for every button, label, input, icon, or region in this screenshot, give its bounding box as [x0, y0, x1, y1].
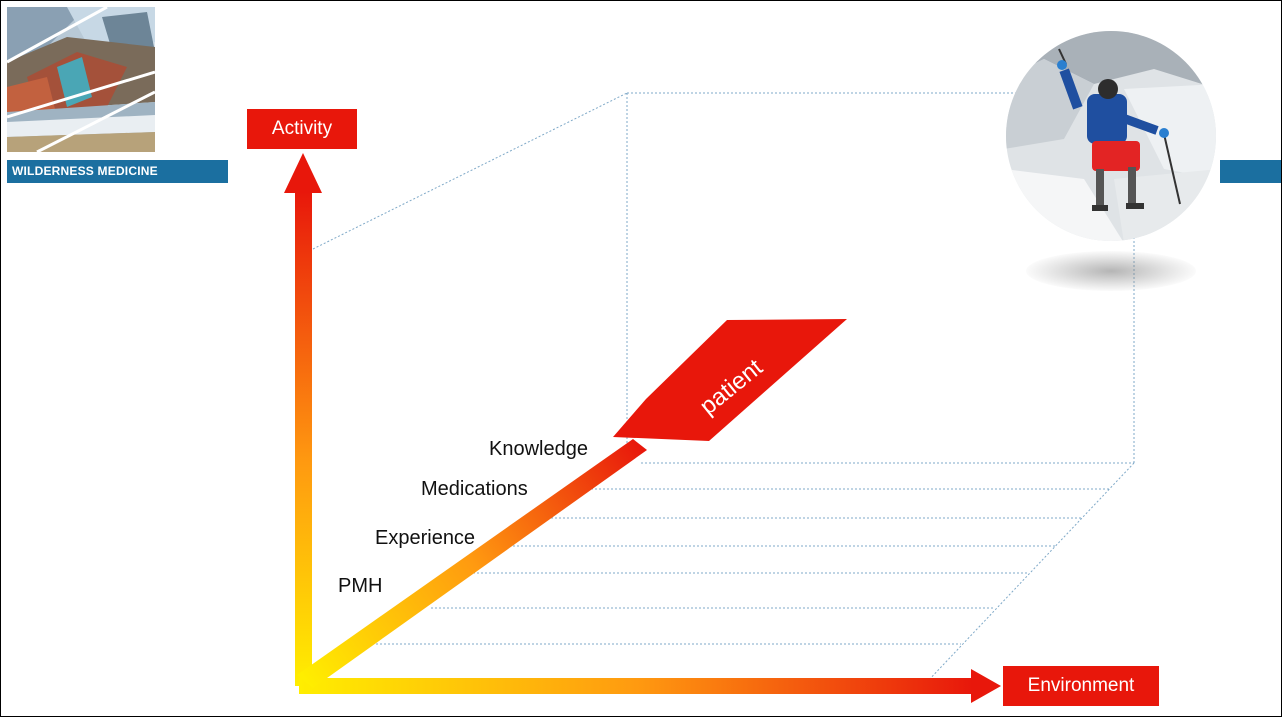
factor-knowledge: Knowledge: [489, 438, 588, 460]
header-band: WILDERNESS MEDICINE: [7, 160, 228, 183]
factor-experience: Experience: [375, 527, 476, 549]
patient-axis-arrow: patient: [297, 319, 847, 688]
factor-medications: Medications: [421, 478, 528, 500]
environment-label: Environment: [1003, 666, 1159, 706]
activity-label: Activity: [247, 109, 357, 149]
wilderness-logo-image: [7, 7, 155, 152]
header-band-title: WILDERNESS MEDICINE: [12, 164, 158, 178]
activity-axis-arrow: [284, 153, 322, 686]
environment-axis-arrow: [299, 669, 1001, 703]
factor-pmh: PMH: [338, 575, 383, 597]
header-band-right: [1220, 160, 1281, 183]
climber-photo: [1004, 29, 1218, 243]
photo-shadow: [1026, 251, 1196, 291]
